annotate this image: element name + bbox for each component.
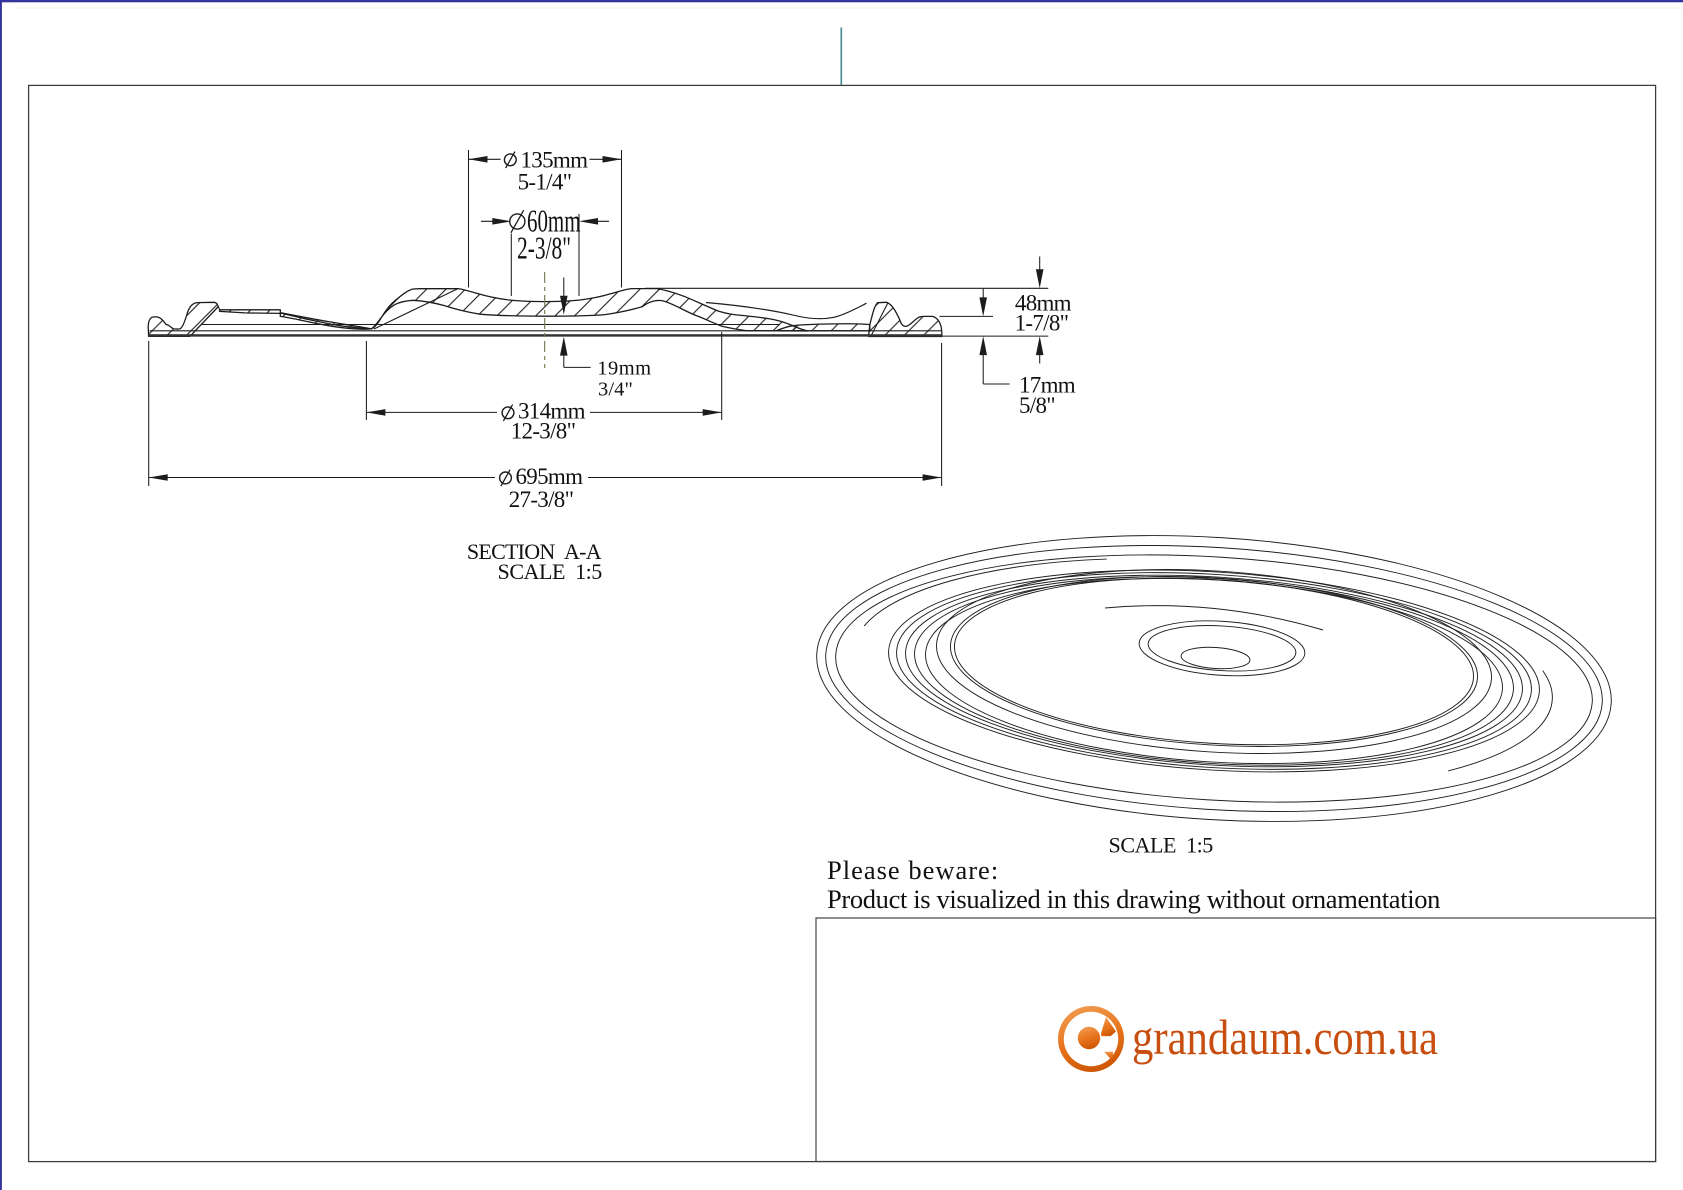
svg-text:5/8": 5/8": [1019, 393, 1055, 418]
svg-text:Product is visualized in this: Product is visualized in this drawing wi…: [827, 884, 1440, 914]
svg-text:695mm: 695mm: [516, 464, 584, 489]
svg-text:2-3/8": 2-3/8": [517, 230, 571, 265]
svg-text:3/4": 3/4": [598, 378, 633, 400]
svg-text:17mm: 17mm: [1019, 372, 1076, 397]
svg-text:SCALE 1:5: SCALE 1:5: [1109, 833, 1214, 858]
svg-text:grandaum.com.ua: grandaum.com.ua: [1132, 1009, 1438, 1065]
svg-text:314mm: 314mm: [518, 399, 586, 424]
svg-text:48mm: 48mm: [1015, 291, 1072, 316]
svg-text:1-7/8": 1-7/8": [1015, 311, 1069, 336]
svg-text:12-3/8": 12-3/8": [511, 419, 576, 444]
svg-text:5-1/4": 5-1/4": [518, 170, 572, 195]
svg-text:19mm: 19mm: [597, 358, 651, 380]
svg-text:27-3/8": 27-3/8": [509, 487, 574, 512]
svg-text:SCALE 1:5: SCALE 1:5: [498, 559, 603, 584]
svg-text:60mm: 60mm: [527, 204, 581, 239]
svg-text:SECTION A-A: SECTION A-A: [467, 539, 602, 564]
svg-text:135mm: 135mm: [521, 148, 589, 173]
svg-text:Please beware:: Please beware:: [827, 855, 999, 885]
